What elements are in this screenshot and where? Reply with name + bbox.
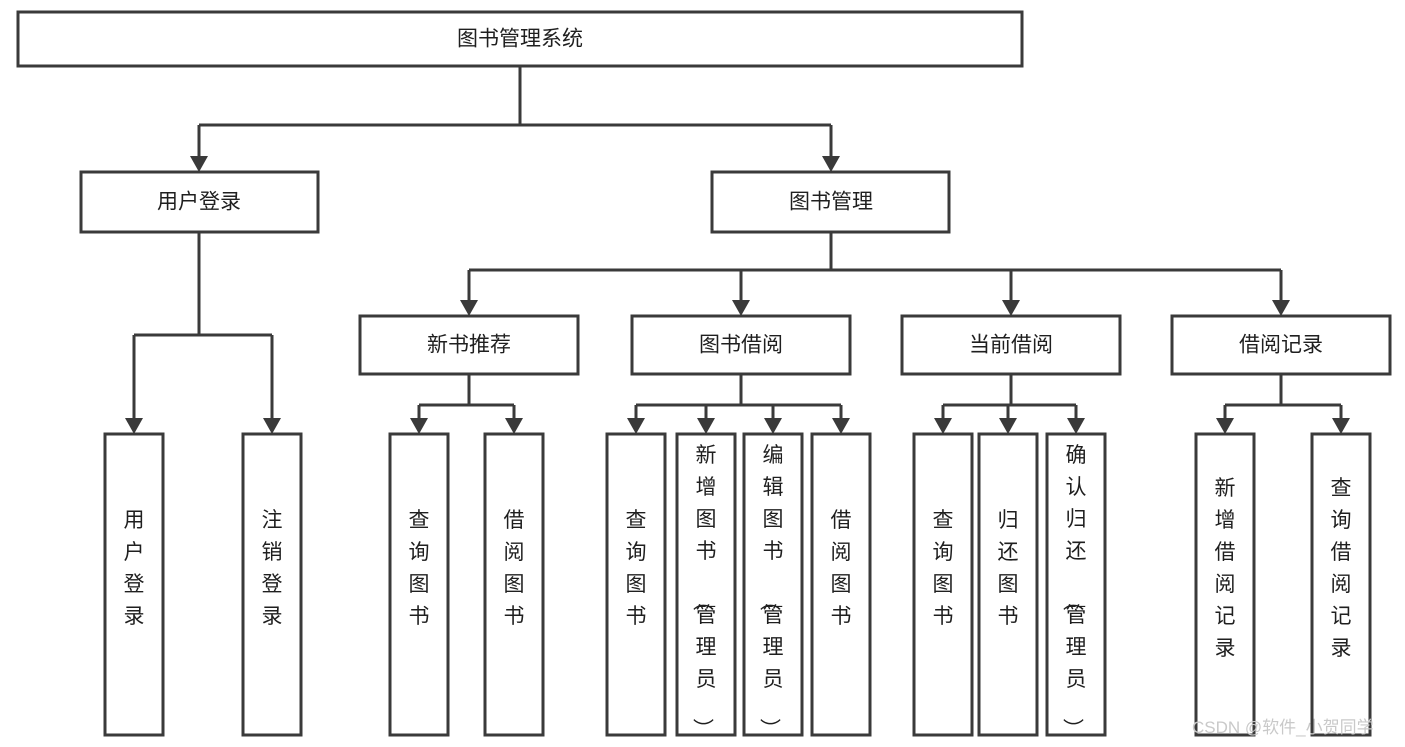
node-borrow-records-label: 借阅记录 <box>1239 334 1323 357</box>
leaf-borrow-records-2-box[interactable] <box>1310 432 1372 737</box>
leaf-book-borrow-3[interactable]: 编辑图书（管理员） <box>742 432 804 739</box>
arrow-icon-root-to-user-login <box>190 156 208 172</box>
leaf-book-borrow-3-box[interactable] <box>742 432 804 737</box>
leaf-borrow-records-2-label: 查询借阅记录 <box>1331 477 1352 660</box>
arrow-icon-current-borrow-leaf-1 <box>934 418 952 434</box>
node-user-login-box[interactable] <box>79 170 320 234</box>
arrow-icon-book-borrow-leaf-4 <box>832 418 850 434</box>
leaf-new-book-1-box[interactable] <box>388 432 450 737</box>
leaf-current-borrow-2[interactable]: 归还图书 <box>977 432 1039 737</box>
leaf-borrow-records-2[interactable]: 查询借阅记录 <box>1310 432 1372 737</box>
arrow-icon-current-borrow-leaf-2 <box>999 418 1017 434</box>
node-book-management[interactable]: 图书管理 <box>710 170 951 234</box>
arrow-icon-book-mgmt-child-3 <box>1002 300 1020 316</box>
leaf-new-book-1-label: 查询图书 <box>409 509 430 628</box>
arrow-icon-borrow-records-leaf-1 <box>1216 418 1234 434</box>
leaf-current-borrow-3-label: 确认归还（管理员） <box>1061 444 1087 739</box>
leaf-book-borrow-2-box[interactable] <box>675 432 737 737</box>
connector-layer <box>125 66 1350 434</box>
leaf-user-login-1-label: 用户登录 <box>124 509 145 628</box>
node-borrow-records-box[interactable] <box>1170 314 1392 376</box>
leaf-current-borrow-3-box[interactable] <box>1045 432 1107 737</box>
leaf-user-login-1[interactable]: 用户登录 <box>103 432 165 737</box>
leaf-current-borrow-1-label: 查询图书 <box>933 509 954 628</box>
node-current-borrow[interactable]: 当前借阅 <box>900 314 1122 376</box>
node-user-login-label: 用户登录 <box>157 191 241 214</box>
leaf-book-borrow-3-label: 编辑图书（管理员） <box>758 444 784 739</box>
arrow-icon-book-borrow-leaf-2 <box>697 418 715 434</box>
leaf-borrow-records-1-box[interactable] <box>1194 432 1256 737</box>
leaf-user-login-2-box[interactable] <box>241 432 303 737</box>
node-book-borrow[interactable]: 图书借阅 <box>630 314 852 376</box>
node-root-system[interactable]: 图书管理系统 <box>16 10 1024 68</box>
leaf-current-borrow-2-box[interactable] <box>977 432 1039 737</box>
arrow-icon-current-borrow-leaf-3 <box>1067 418 1085 434</box>
arrow-icon-root-to-book-mgmt <box>822 156 840 172</box>
arrow-icon-user-login-leaf-1 <box>125 418 143 434</box>
leaf-new-book-1[interactable]: 查询图书 <box>388 432 450 737</box>
leaf-current-borrow-1[interactable]: 查询图书 <box>912 432 974 737</box>
leaf-new-book-2-label: 借阅图书 <box>504 509 525 628</box>
arrow-icon-new-book-leaf-1 <box>410 418 428 434</box>
leaf-current-borrow-1-box[interactable] <box>912 432 974 737</box>
leaf-user-login-2[interactable]: 注销登录 <box>241 432 303 737</box>
node-current-borrow-box[interactable] <box>900 314 1122 376</box>
node-root-system-box[interactable] <box>16 10 1024 68</box>
leaf-book-borrow-4-box[interactable] <box>810 432 872 737</box>
arrow-icon-borrow-records-leaf-2 <box>1332 418 1350 434</box>
leaf-book-borrow-1[interactable]: 查询图书 <box>605 432 667 737</box>
arrow-icon-book-mgmt-child-2 <box>732 300 750 316</box>
watermark-label: CSDN @软件_小贺同学 <box>1192 718 1374 737</box>
node-new-book-recommend-box[interactable] <box>358 314 580 376</box>
node-current-borrow-label: 当前借阅 <box>969 334 1053 357</box>
leaf-new-book-2-box[interactable] <box>483 432 545 737</box>
node-book-management-label: 图书管理 <box>789 191 873 214</box>
leaf-book-borrow-1-label: 查询图书 <box>626 509 647 628</box>
leaf-borrow-records-1-label: 新增借阅记录 <box>1215 477 1236 660</box>
node-new-book-recommend-label: 新书推荐 <box>427 334 511 357</box>
leaf-book-borrow-4[interactable]: 借阅图书 <box>810 432 872 737</box>
node-book-borrow-box[interactable] <box>630 314 852 376</box>
arrow-icon-book-mgmt-child-1 <box>460 300 478 316</box>
node-book-borrow-label: 图书借阅 <box>699 334 783 357</box>
leaf-user-login-1-box[interactable] <box>103 432 165 737</box>
leaf-book-borrow-2-label: 新增图书（管理员） <box>691 444 717 739</box>
leaf-book-borrow-1-box[interactable] <box>605 432 667 737</box>
arrow-icon-new-book-leaf-2 <box>505 418 523 434</box>
arrow-icon-user-login-leaf-2 <box>263 418 281 434</box>
leaf-current-borrow-3[interactable]: 确认归还（管理员） <box>1045 432 1107 739</box>
arrow-icon-book-mgmt-child-4 <box>1272 300 1290 316</box>
leaf-new-book-2[interactable]: 借阅图书 <box>483 432 545 737</box>
leaf-user-login-2-label: 注销登录 <box>262 509 283 628</box>
node-user-login[interactable]: 用户登录 <box>79 170 320 234</box>
node-root-system-label: 图书管理系统 <box>457 28 583 51</box>
leaf-borrow-records-1[interactable]: 新增借阅记录 <box>1194 432 1256 737</box>
node-borrow-records[interactable]: 借阅记录 <box>1170 314 1392 376</box>
leaf-book-borrow-4-label: 借阅图书 <box>831 509 852 628</box>
arrow-icon-book-borrow-leaf-1 <box>627 418 645 434</box>
arrow-icon-book-borrow-leaf-3 <box>764 418 782 434</box>
leaf-current-borrow-2-label: 归还图书 <box>998 509 1019 628</box>
node-book-management-box[interactable] <box>710 170 951 234</box>
leaf-book-borrow-2[interactable]: 新增图书（管理员） <box>675 432 737 739</box>
node-new-book-recommend[interactable]: 新书推荐 <box>358 314 580 376</box>
